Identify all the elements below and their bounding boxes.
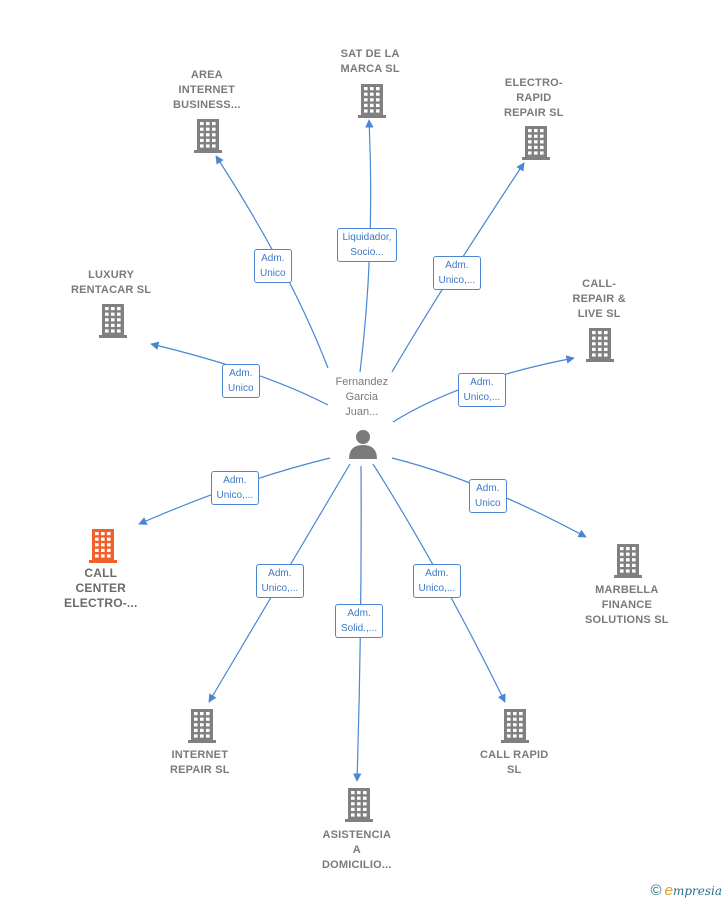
edge-label-line: Adm. — [425, 568, 449, 579]
company-name-line: ASISTENCIA — [322, 828, 392, 841]
edge-label-line: Liquidador, — [342, 232, 392, 243]
building-icon-area[interactable] — [194, 119, 222, 153]
company-name-line: A — [352, 843, 361, 856]
company-name-line: REPAIR SL — [504, 106, 564, 119]
company-name-line: ELECTRO- — [504, 76, 563, 89]
company-name-line: MARCA SL — [340, 63, 400, 75]
company-name-line: RENTACAR SL — [71, 284, 152, 296]
edge-label-callrapid[interactable]: Adm. Unico,... — [412, 564, 462, 598]
footer-brand: ©empresia — [651, 882, 722, 899]
edge-label-internet[interactable]: Adm. Unico,... — [255, 564, 305, 598]
company-name-line: ELECTRO-... — [64, 595, 138, 610]
edge-label-line: Adm. — [268, 568, 292, 579]
edge-label-callcenter[interactable]: Adm. Unico,... — [210, 471, 260, 505]
edge-label-marbella[interactable]: Adm. Unico — [469, 479, 507, 513]
brand-logo-initial: e — [664, 882, 673, 899]
company-name-line: MARBELLA — [595, 583, 659, 596]
edge-label-asistencia[interactable]: Adm. Solid.,... — [335, 604, 384, 638]
company-label-callrapid[interactable]: CALL RAPID SL — [480, 748, 548, 778]
building-icon-marbella[interactable] — [614, 544, 642, 578]
company-label-electro[interactable]: ELECTRO- RAPID REPAIR SL — [504, 76, 564, 121]
edge-label-callrepair[interactable]: Adm. Unico,... — [457, 373, 507, 407]
brand-name: mpresia — [672, 884, 722, 898]
edge-label-line: Adm. — [470, 377, 494, 388]
company-name-line: REPAIR & — [572, 292, 626, 305]
building-icon-asistencia[interactable] — [345, 788, 373, 822]
company-name-line: SAT DE LA — [340, 48, 400, 60]
company-name-line: DOMICILIO... — [322, 858, 392, 871]
company-label-area[interactable]: AREA INTERNET BUSINESS... — [173, 68, 241, 113]
company-name-line: INTERNET — [171, 749, 229, 761]
building-icon-callrapid[interactable] — [501, 709, 529, 743]
company-name-line: BUSINESS... — [173, 98, 241, 111]
edge-label-line: Unico,... — [438, 275, 476, 286]
building-icon-electro[interactable] — [522, 126, 550, 160]
edge-label-line: Solid.,... — [341, 623, 378, 634]
company-label-callrepair[interactable]: CALL- REPAIR & LIVE SL — [573, 277, 626, 322]
company-name-line: RAPID — [516, 91, 552, 104]
building-icon-callcenter[interactable] — [89, 529, 117, 563]
edge-label-luxury[interactable]: Adm. Unico — [222, 364, 260, 398]
edge-label-line: Unico — [475, 498, 501, 509]
edge-label-line: Socio... — [350, 247, 384, 258]
edge-label-sat[interactable]: Liquidador, Socio... — [336, 228, 398, 262]
edge-label-line: Unico,... — [463, 392, 501, 403]
person-icon[interactable] — [349, 430, 377, 459]
edge-label-area[interactable]: Adm. Unico — [254, 249, 292, 283]
company-name-line: CALL- — [582, 277, 617, 290]
edge-label-line: Unico — [260, 268, 286, 279]
company-label-asistencia[interactable]: ASISTENCIA A DOMICILIO... — [322, 828, 392, 873]
copyright-icon: © — [650, 882, 662, 899]
company-name-line: CALL RAPID — [480, 749, 549, 761]
edge-label-line: Unico,... — [261, 583, 299, 594]
building-icon-luxury[interactable] — [99, 304, 127, 338]
company-name-line: INTERNET — [178, 83, 236, 96]
company-name-line: AREA — [190, 68, 223, 81]
company-name-line: SOLUTIONS SL — [585, 613, 669, 626]
company-name-line: FINANCE — [601, 598, 652, 611]
building-icon-internet[interactable] — [188, 709, 216, 743]
person-name-line: Juan... — [345, 405, 379, 418]
company-label-internet[interactable]: INTERNET REPAIR SL — [170, 748, 230, 778]
company-name-line: REPAIR SL — [170, 764, 230, 776]
person-name-line: Fernandez — [335, 375, 389, 388]
edge-label-line: Unico,... — [418, 583, 456, 594]
company-name-line: LIVE SL — [577, 307, 621, 320]
edge-label-line: Adm. — [223, 475, 247, 486]
edge-label-line: Adm. — [445, 260, 469, 271]
company-label-sat[interactable]: SAT DE LA MARCA SL — [341, 47, 400, 77]
company-name-line: LUXURY — [88, 269, 135, 281]
edge-label-line: Unico — [228, 383, 254, 394]
company-label-marbella[interactable]: MARBELLA FINANCE SOLUTIONS SL — [585, 583, 669, 628]
company-name-line: SL — [506, 764, 522, 776]
edge-label-line: Adm. — [347, 608, 371, 619]
company-name-line: CALL — [84, 565, 118, 580]
edge-label-electro[interactable]: Adm. Unico,... — [432, 256, 482, 290]
company-name-line: CENTER — [75, 580, 127, 595]
building-icon-sat[interactable] — [358, 84, 386, 118]
person-name-line: Garcia — [345, 390, 378, 403]
building-icon-callrepair[interactable] — [586, 328, 614, 362]
company-label-luxury[interactable]: LUXURY RENTACAR SL — [71, 268, 151, 298]
edge-label-line: Unico,... — [216, 490, 254, 501]
edge-label-line: Adm. — [476, 483, 500, 494]
edge-label-line: Adm. — [261, 253, 285, 264]
edge-label-line: Adm. — [229, 368, 253, 379]
